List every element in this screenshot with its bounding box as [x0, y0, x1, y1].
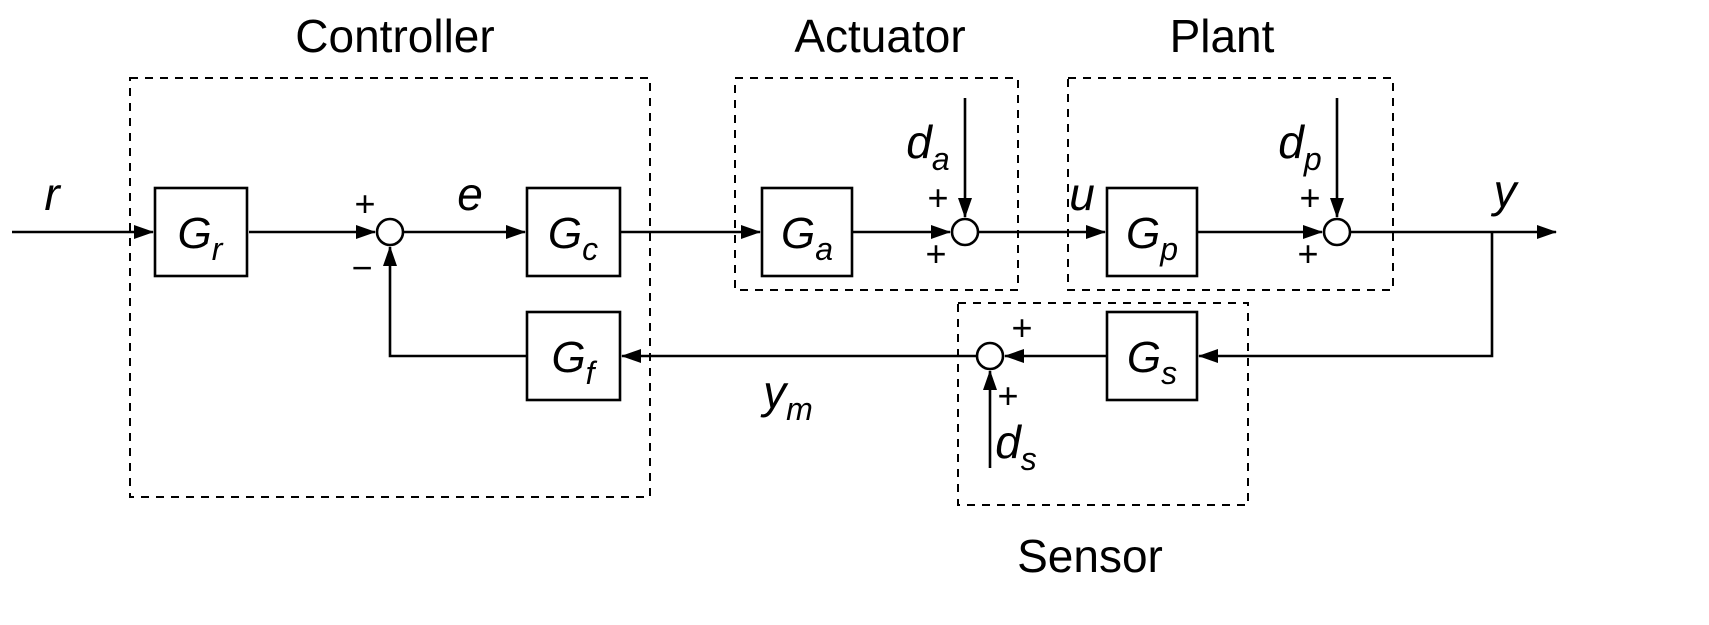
actuator-sum-junction	[950, 217, 980, 247]
controller-group-label: Controller	[295, 10, 494, 62]
error-sum-junction	[375, 217, 405, 247]
gc-block-label: Gc	[548, 209, 598, 267]
error-sum-plus-sign: +	[354, 183, 375, 224]
plant-group-label: Plant	[1170, 10, 1275, 62]
signal-ym-label: ym	[760, 366, 813, 427]
gs-block-label: Gs	[1127, 333, 1177, 391]
gp-block-label: Gp	[1126, 209, 1178, 267]
error-sum-minus-sign: −	[351, 247, 372, 288]
gf-block	[525, 310, 622, 402]
signal-e-label: e	[457, 168, 483, 220]
plant-sum-plus-top-sign: +	[1299, 177, 1320, 218]
actuator-group-label: Actuator	[794, 10, 965, 62]
sensor-sum-junction	[975, 341, 1005, 371]
actuator-sum-plus-top-sign: +	[927, 177, 948, 218]
gr-block	[153, 186, 249, 278]
signal-y-label: y	[1491, 165, 1520, 217]
actuator-group-box	[734, 77, 1019, 291]
gs-block	[1105, 310, 1199, 402]
ga-block-label: Ga	[781, 209, 833, 267]
ga-block	[760, 186, 854, 278]
plant-sum-junction	[1322, 217, 1352, 247]
sensor-sum-plus-top-sign: +	[1011, 307, 1032, 348]
output-branch-to-gs-arrow	[1198, 232, 1494, 363]
sensor-sum-plus-bottom-sign: +	[997, 375, 1018, 416]
plant-group-box	[1067, 77, 1394, 291]
signal-dp-label: dp	[1278, 116, 1321, 177]
plant-sum-plus-bottom-sign: +	[1297, 233, 1318, 274]
sensor-group-box	[957, 302, 1249, 506]
actuator-sum-plus-bottom-sign: +	[925, 233, 946, 274]
sensor-group-label: Sensor	[1017, 530, 1163, 582]
gf-to-error-sum-arrow	[383, 246, 526, 358]
signal-da-label: da	[906, 116, 949, 177]
gr-block-label: Gr	[178, 209, 224, 267]
signal-u-label: u	[1069, 168, 1095, 220]
signal-ds-label: ds	[995, 416, 1037, 477]
gp-block	[1105, 186, 1199, 278]
gc-block	[525, 186, 622, 278]
signal-r-label: r	[44, 168, 61, 220]
controller-group-box	[129, 77, 651, 498]
